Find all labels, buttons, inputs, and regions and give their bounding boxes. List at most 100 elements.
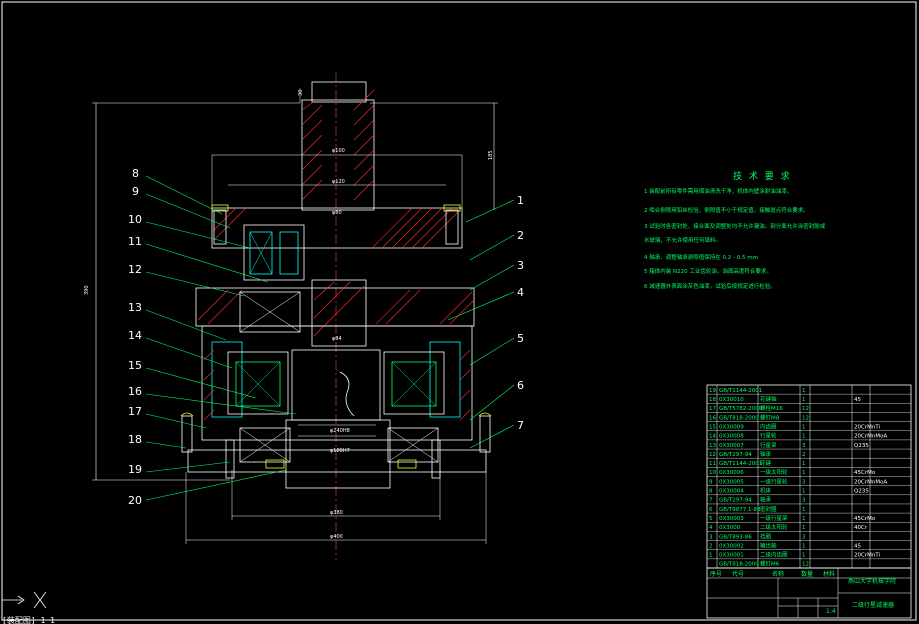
bom-cell-no: 6: [709, 507, 713, 513]
bom-cell-no: 10: [709, 470, 716, 476]
dim-d-mid: φ80: [332, 210, 342, 216]
bom-cell-qty: 1: [802, 507, 806, 513]
bom-cell-no: 13: [709, 443, 716, 449]
bom-cell-qty: 12: [802, 562, 809, 568]
tb-drawing-name: 二级行星减速器: [852, 601, 894, 609]
callout-7: 7: [517, 419, 524, 432]
callout-17: 17: [128, 405, 142, 418]
bom-cell-code: 0X30006: [719, 470, 744, 476]
dim-top-height: 185: [488, 150, 494, 160]
bom-cell-mat: 20CrMnMoA: [854, 434, 887, 440]
bom-cell-no: 19: [709, 388, 716, 394]
callout-13: 13: [128, 301, 142, 314]
bom-cell-name: 二级内齿圈: [760, 551, 788, 559]
bom-cell-no: 15: [709, 424, 716, 430]
command-line[interactable]: [装配图] 1 1: [2, 615, 55, 624]
bom-cell-qty: 1: [802, 489, 806, 495]
bom-cell-mat: 45: [854, 397, 861, 403]
dim-d-bottom1: φ380: [330, 510, 343, 516]
bom-cell-no: 17: [709, 406, 716, 412]
bom-cell-name: 挡圈: [760, 532, 772, 540]
bom-cell-mat: 20CrMnTi: [854, 424, 881, 430]
bom-cell-name: 一级行星轮: [760, 477, 788, 485]
bom-cell-mat: 45CrMo: [854, 516, 876, 522]
bom-cell-qty: 3: [802, 479, 806, 485]
bom-cell-qty: 1: [802, 516, 806, 522]
bom-cell-code: GB/T818-2000: [719, 562, 759, 568]
bom-cell-name: 行星架: [760, 441, 777, 449]
bom-cell-no: 7: [709, 498, 713, 504]
bom-cell-name: 轴承: [760, 450, 772, 458]
bom-cell-name: 一级太阳轮: [760, 468, 788, 476]
bom-cell-code: 0X30003: [719, 516, 744, 522]
callout-1: 1: [517, 194, 524, 207]
ucs-icon: [1, 586, 47, 609]
bom-cell-no: 1: [709, 553, 713, 559]
bom-cell-code: 0X30001: [719, 553, 744, 559]
tech-req-line-6: 5 箱体内装 N220 工业齿轮油，油面高度符合要求。: [644, 267, 772, 275]
bom-cell-code: 0X30004: [719, 489, 744, 495]
tech-req-line-4: 水玻璃，不允许使用任何填料。: [644, 236, 721, 244]
callout-6: 6: [517, 379, 524, 392]
bom-cell-qty: 1: [802, 543, 806, 549]
bom-cell-mat: Q235: [854, 443, 869, 449]
callout-3: 3: [517, 259, 524, 272]
bom-cell-qty: 3: [802, 534, 806, 540]
bom-cell-qty: 1: [802, 470, 806, 476]
bom-cell-qty: 1: [802, 397, 806, 403]
callout-2: 2: [517, 229, 524, 242]
tech-req-line-1: 1 装配前所有零件需用煤油清洗干净，机体内壁涂耐油油漆。: [644, 187, 792, 195]
bom-cell-qty: 1: [802, 525, 806, 531]
technical-requirements: 技 术 要 求 1 装配前所有零件需用煤油清洗干净，机体内壁涂耐油油漆。 2 啮…: [644, 170, 826, 290]
tech-req-line-5: 4 轴承、调整轴承游隙值保持在 0.2 - 0.5 mm: [644, 253, 758, 261]
bom-cell-qty: 12: [802, 415, 809, 421]
bom-cell-code: GB/T297-94: [719, 498, 752, 504]
bom-cell-qty: 3: [802, 498, 806, 504]
bom-cell-no: 14: [709, 434, 716, 440]
dim-d-top1: φ100: [332, 148, 345, 154]
bom-cell-name: 花键: [760, 459, 772, 467]
bom-cell-name: 机体: [760, 487, 772, 495]
bom-cell-name: 二级太阳轮: [760, 523, 788, 531]
callouts-left: 8 9 10 11 12 13 14 15 16 17 18 19 20: [128, 167, 297, 507]
callout-4: 4: [517, 286, 524, 299]
tech-req-title: 技 术 要 求: [733, 170, 792, 182]
tb-school: 燕山大学机械学院: [848, 577, 896, 585]
dimension-texts: 390 185 30 φ100 φ120 φ80 φ84 φ240H8 φ180…: [84, 90, 494, 540]
callout-16: 16: [128, 385, 142, 398]
bom-cell-name: 螺栓M16: [760, 404, 783, 412]
assembly-drawing: [92, 72, 498, 560]
dim-fit1: φ240H8: [330, 428, 350, 434]
bom-cell-no: 12: [709, 452, 716, 458]
bom-cell-name: 轴承: [760, 496, 772, 504]
dim-shaft-top: 30: [298, 90, 304, 96]
bom-cell-no: 8: [709, 489, 713, 495]
callout-18: 18: [128, 433, 142, 446]
bom-cell-mat: 20CrMnMoA: [854, 479, 887, 485]
bom-cell-no: 2: [709, 543, 713, 549]
tb-header-name: 名称: [772, 570, 784, 578]
callout-20: 20: [128, 494, 142, 507]
bom-cell-mat: 40Cr: [854, 525, 868, 531]
bom-cell-code: GB/T9877.1-88: [719, 507, 761, 513]
bom-cell-no: 3: [709, 534, 713, 540]
callouts-right: 1 2 3 4 5 6 7: [447, 194, 524, 449]
bom-cell-name: 花键轴: [760, 395, 777, 403]
bom-cell-name: 密封圈: [760, 505, 777, 513]
bom-cell-code: GB/T5782-2000: [719, 406, 763, 412]
bom-cell-code: 0X30007: [719, 443, 744, 449]
bom-cell-no: 4: [709, 525, 713, 531]
callout-15: 15: [128, 359, 142, 372]
bom-cell-qty: 3: [802, 443, 806, 449]
bom-cell-code: GB/T893-86: [719, 534, 752, 540]
bom-cell-code: 0X30009: [719, 424, 744, 430]
bom-cell-code: GB/T1144-2001: [719, 461, 762, 467]
bom-cell-code: GB/T297-94: [719, 452, 752, 458]
tb-header-code: 代号: [732, 570, 744, 578]
dim-overall-height: 390: [84, 285, 90, 295]
bom-cell-no: 9: [709, 479, 713, 485]
bom-cell-name: 行星轮: [760, 432, 777, 440]
